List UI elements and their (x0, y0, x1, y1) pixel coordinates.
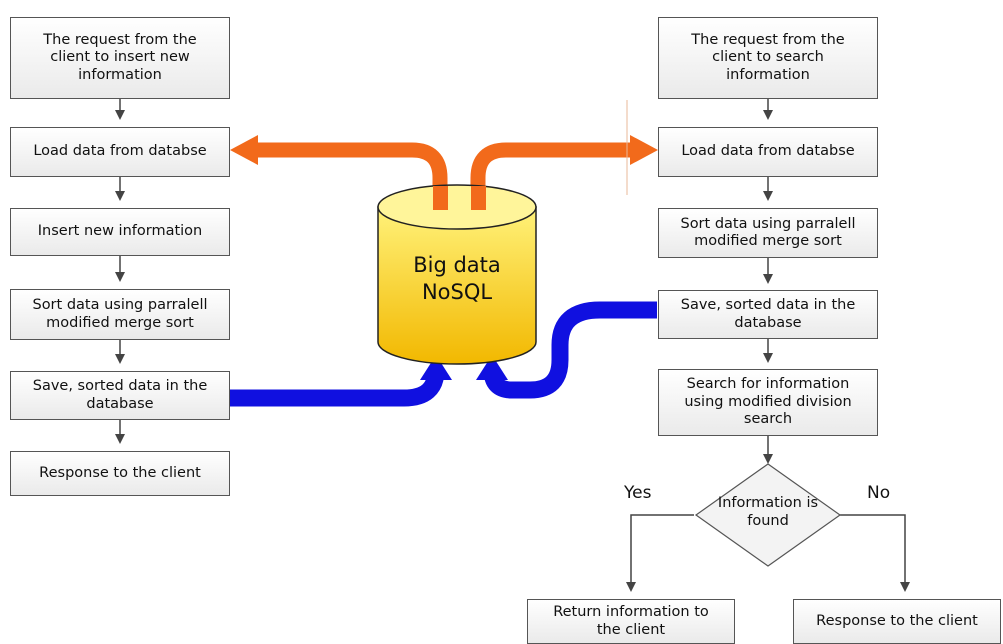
decision-diamond (694, 463, 842, 567)
result-return-information: Return information to the client (527, 599, 735, 644)
database-cylinder (377, 184, 537, 365)
save-arrow-right (483, 301, 657, 399)
right-step-sort: Sort data using parralell modified merge… (658, 208, 878, 258)
left-step-load-data: Load data from databse (10, 127, 230, 177)
result-response-to-client: Response to the client (793, 599, 1001, 644)
load-arrow-tail-right (471, 186, 486, 210)
decision-yes-label: Yes (624, 483, 652, 503)
decision-branches (626, 514, 910, 592)
right-step-search: Search for information using modified di… (658, 369, 878, 436)
decision-text: Information is found (717, 495, 819, 530)
save-arrow-left-head (420, 355, 452, 380)
load-arrow-left-head (230, 135, 258, 165)
load-arrow-right (470, 142, 634, 205)
left-step-request: The request from the client to insert ne… (10, 17, 230, 99)
left-step-save: Save, sorted data in the database (10, 371, 230, 420)
right-step-request: The request from the client to search in… (658, 17, 878, 99)
save-arrow-left (230, 369, 445, 407)
left-step-sort: Sort data using parralell modified merge… (10, 289, 230, 340)
save-arrow-right-head (476, 355, 508, 380)
load-arrow-tail-left (433, 186, 448, 210)
database-label: Big data NoSQL (413, 253, 501, 305)
right-step-load-data: Load data from databse (658, 127, 878, 177)
right-step-save: Save, sorted data in the database (658, 290, 878, 339)
load-arrow-right-head (630, 135, 658, 165)
left-step-insert: Insert new information (10, 208, 230, 256)
decision-no-label: No (867, 483, 891, 503)
load-arrow-left (255, 142, 448, 205)
left-step-response: Response to the client (10, 451, 230, 496)
